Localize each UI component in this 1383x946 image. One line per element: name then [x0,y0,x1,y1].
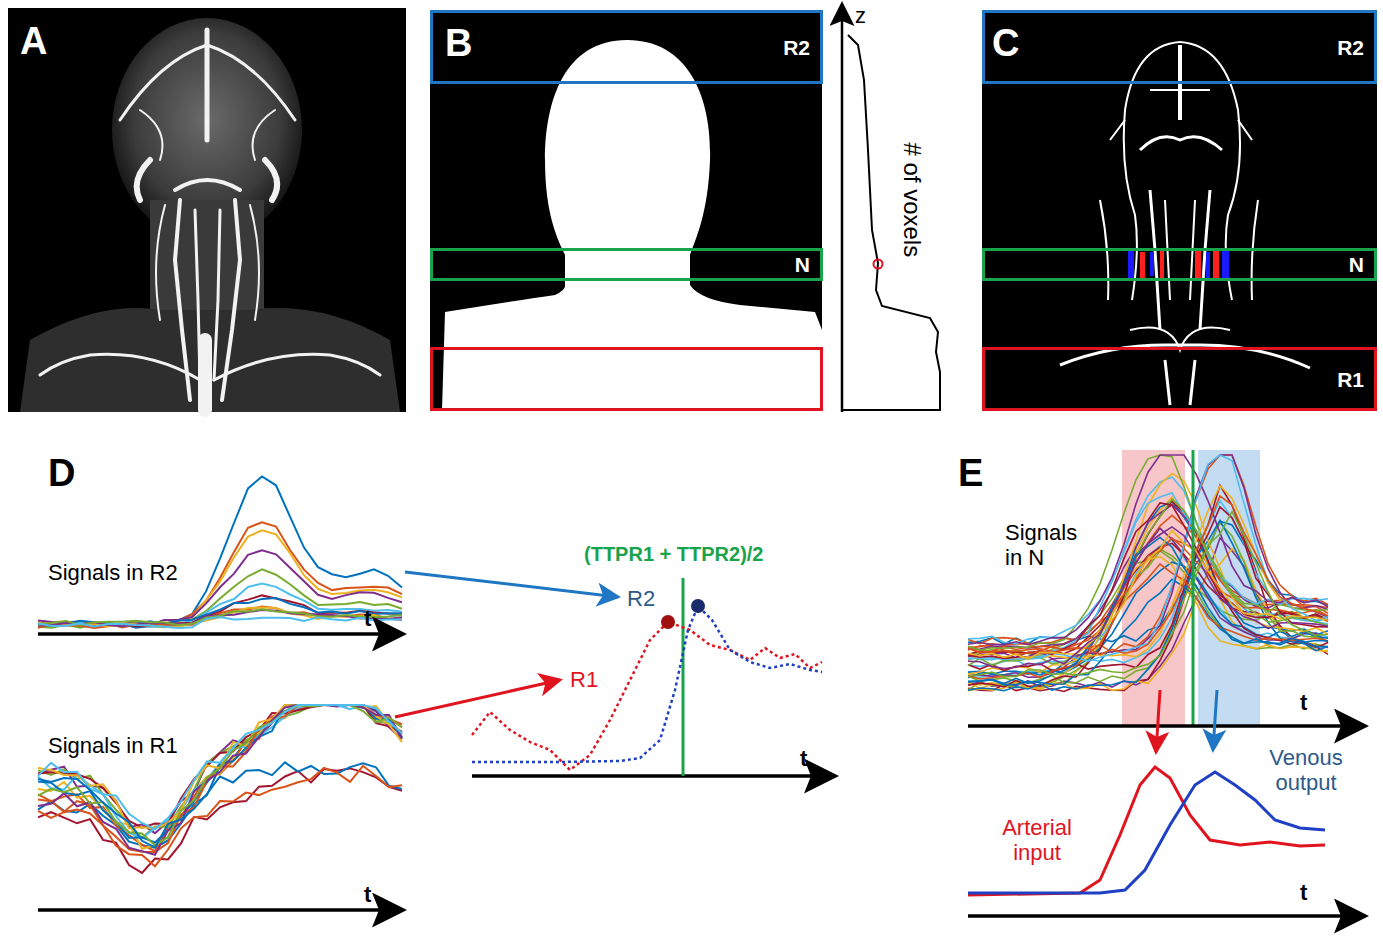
curve-label: Arterial input [982,815,1092,866]
signal-curve [38,584,402,628]
region-label: N [795,254,810,275]
axis-label: # of voxels [898,143,926,258]
signal-curve [38,762,402,847]
signal-curve [38,766,402,866]
midpoint-label: (TTPR1 + TTPR2)/2 [584,543,763,566]
pointer-arrow [1156,690,1160,752]
signal-curve [968,503,1328,659]
neck-marker [874,260,883,269]
signal-curve [38,610,402,626]
signal-curve [38,768,402,873]
time-axis [968,724,1362,728]
r2-mean-curve [472,606,822,762]
midpoint-line [1192,450,1195,726]
signal-curve [38,598,402,625]
signal-curve [968,512,1328,677]
region-label: R2 [1337,37,1364,58]
signal-curve [968,455,1328,661]
signal-curve [38,705,402,851]
region-label: R2 [783,37,810,58]
time-axis [38,632,400,636]
signal-curve [968,579,1328,684]
signal-curve [38,705,402,852]
time-axis [968,914,1362,918]
signal-curve [968,496,1328,655]
region-box: N [430,248,823,281]
curve-label: Venous output [1256,745,1356,796]
time-axis [472,774,832,778]
time-axis [38,908,400,912]
r1-mean-curve [472,622,822,770]
curve-label: R2 [627,586,655,611]
plot-label: Signals in R1 [48,733,178,758]
axis-label: t [1300,880,1307,905]
z-axis [841,6,844,412]
axis-label: t [800,746,807,771]
region-box: N [982,248,1377,281]
region-label: R1 [783,369,810,390]
axis-label: z [855,3,866,28]
signal-curve [968,499,1328,665]
pointer-arrow [405,572,618,597]
panel-letter: A [20,20,47,64]
ttp-dot [691,599,705,613]
signal-curve [38,705,402,849]
midpoint-line [682,578,685,776]
voxel-profile [842,35,940,410]
vessel-map [1060,42,1310,405]
axis-label: t [364,606,371,631]
region-box: R2 [982,10,1377,84]
ttp-dot [661,615,675,629]
signal-curve [968,486,1328,661]
signal-curve [38,530,402,626]
axis-label: t [364,882,371,907]
r1-signal-curves [38,705,402,873]
signal-curve [38,477,402,628]
vessel-image [982,10,1377,410]
mra-anatomy [20,18,400,412]
plot-label: Signals in N [1005,520,1095,571]
pointer-arrow [395,680,560,717]
head-mask [442,40,822,410]
panel-letter: D [48,452,75,496]
curve-label: R1 [570,667,598,692]
panel-letter: E [958,452,983,496]
venous-output-curve [968,772,1325,893]
pointer-arrow [1213,690,1217,750]
region-box: R1 [430,347,823,411]
region-label: R1 [1337,369,1364,390]
signal-curve [38,522,402,627]
signal-curve [968,485,1328,691]
region-label: N [1349,254,1364,275]
signal-curve [38,595,402,626]
region-box: R2 [430,10,823,84]
signal-curve [38,607,402,628]
mask-image [430,10,822,410]
region-box: R1 [982,347,1377,411]
n-signal-curves [968,455,1328,692]
signal-curve [38,705,402,829]
r2-signal-curves [38,477,402,629]
axis-label: t [1300,690,1307,715]
signal-curve [38,617,402,628]
signal-curve [968,455,1328,659]
panel-letter: B [445,22,472,66]
signal-curve [38,705,402,848]
panel-letter: C [992,22,1019,66]
signal-curve [968,477,1328,660]
mra-image [8,8,406,412]
arterial-input-curve [968,767,1325,895]
plot-label: Signals in R2 [48,560,178,585]
neck-vessels [1128,250,1229,278]
